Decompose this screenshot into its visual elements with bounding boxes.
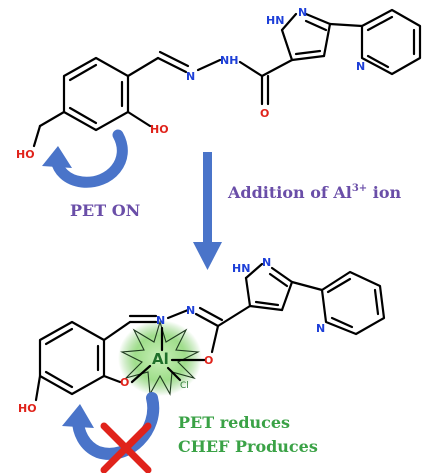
addition-label: Addition of Al3+ ion [227,183,401,202]
atom-complex-phenoxide-o: O [120,376,129,389]
atom-aluminium: Al [152,350,169,368]
atom-pyridine-n: N [356,60,365,73]
atom-imine-n: N [186,70,195,83]
complex-pyrazole-ring [216,262,294,328]
atom-complex-pyridine-n: N [316,322,325,335]
atom-chloride: Cl [180,381,189,391]
atom-complex-pyrazole-n: N [262,256,271,269]
bond-c-oh-left [38,110,66,128]
pet-reduces-label: PET reduces [178,413,290,432]
atom-complex-o: O [204,354,213,367]
atom-complex-n2: N [186,304,195,317]
atom-pyrazole-hn: HN [266,14,284,27]
bond-oh-left [32,124,42,148]
atom-amide-nh: NH [220,54,238,67]
atom-ho-right: HO [150,123,169,136]
phenol-ring [62,56,130,132]
atom-complex-ho: HO [18,402,37,415]
complex-phenol-ring [38,320,106,396]
atom-complex-pyrazole-hn: HN [232,262,250,275]
blocked-curved-arrow-icon [62,392,160,460]
bond-n-nh [196,58,222,72]
atom-pyrazole-n: N [298,6,307,19]
complex-pyridine-ring [290,270,386,336]
bond-c-ch [126,56,160,78]
bond-nh-co [238,60,264,78]
atom-carbonyl-o: O [260,107,269,120]
pyrazole-ring [260,12,332,78]
atom-ho-left: HO [16,148,35,161]
cross-icon [100,422,152,473]
atom-complex-imine-n: N [156,314,165,327]
pet-on-label: PET ON [70,201,140,220]
aluminium-complex-molecule: HO O N N O Al Cl HN N [18,256,386,415]
curved-arrow-icon [42,129,128,188]
bond-c-oh-right [126,110,152,128]
free-ligand-molecule: HO HO N NH O HN N [16,6,422,161]
chef-produces-label: CHEF Produces [178,437,318,456]
bond-ch-n [156,56,188,74]
down-arrow-icon [193,152,222,270]
pyridine-ring [328,8,422,76]
